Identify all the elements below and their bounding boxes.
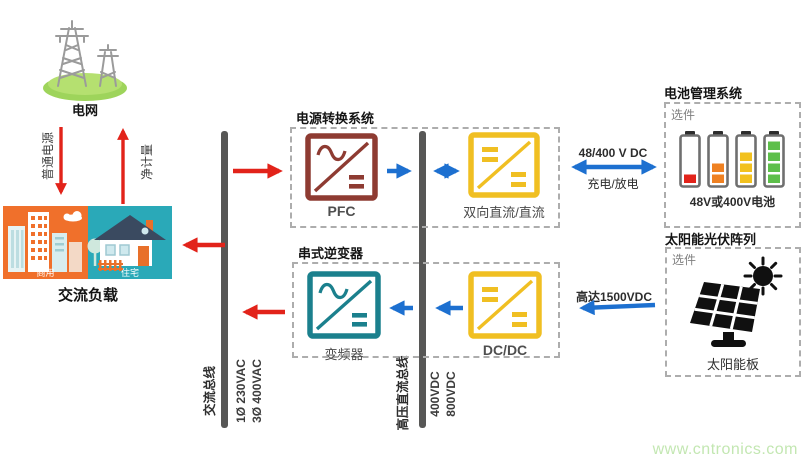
pfc-converter-icon bbox=[305, 133, 378, 201]
solar-array-box bbox=[665, 247, 801, 377]
solar-panel-icon bbox=[690, 256, 783, 347]
watermark: www.cntronics.com bbox=[652, 441, 798, 458]
battery-level-icons bbox=[679, 131, 785, 188]
arrow-solar-to-dcdc bbox=[579, 299, 656, 316]
battery-link-mode: 充电/放电 bbox=[587, 177, 639, 191]
string-inverter-box bbox=[292, 262, 560, 358]
battery-caption: 48V或400V电池 bbox=[689, 195, 776, 209]
battery-option-label: 选件 bbox=[671, 108, 696, 122]
dcdc-converter-icon bbox=[468, 271, 542, 339]
net-metering-label: 净计量 bbox=[140, 144, 154, 181]
ac-load-title: 交流负载 bbox=[57, 287, 118, 304]
solar-array-title: 太阳能光伏阵列 bbox=[665, 232, 757, 247]
transmission-tower-icon bbox=[43, 20, 127, 101]
ac-bus-name: 交流总线 bbox=[203, 366, 217, 417]
pfc-label: PFC bbox=[327, 203, 356, 219]
inverter-label: 变频器 bbox=[324, 347, 364, 362]
battery-icon-medium-high bbox=[735, 131, 757, 188]
bidirectional-dcdc-label: 双向直流/直流 bbox=[463, 205, 545, 220]
ac-bus-spec2: 3Ø 400VAC bbox=[250, 359, 264, 423]
ac-bus-spec1: 1Ø 230VAC bbox=[234, 359, 248, 423]
ac-load-illustration bbox=[3, 206, 172, 279]
battery-icon-low bbox=[679, 131, 701, 188]
ac-bus-bar bbox=[221, 131, 228, 428]
ordinary-power-label: 普通电源 bbox=[41, 132, 55, 181]
battery-link-voltage: 48/400 V DC bbox=[578, 146, 648, 160]
battery-icon-medium-low bbox=[707, 131, 729, 188]
commercial-label: 商用 bbox=[36, 268, 55, 278]
solar-option-label: 选件 bbox=[672, 253, 697, 267]
grid-label: 电网 bbox=[71, 103, 98, 118]
battery-system-title: 电池管理系统 bbox=[664, 86, 743, 101]
battery-icon-full bbox=[763, 131, 785, 188]
solar-link-voltage: 高达1500VDC bbox=[575, 290, 653, 304]
power-conversion-box bbox=[290, 127, 560, 228]
residential-label: 住宅 bbox=[120, 268, 139, 278]
bidirectional-dcdc-icon bbox=[468, 132, 540, 198]
hvdc-bus-bar bbox=[419, 131, 426, 428]
dcdc-label: DC/DC bbox=[482, 342, 528, 358]
solar-caption: 太阳能板 bbox=[706, 357, 759, 372]
inverter-converter-icon bbox=[307, 271, 381, 339]
battery-system-box bbox=[664, 102, 801, 228]
string-inverter-title: 串式逆变器 bbox=[298, 246, 364, 261]
power-conversion-title: 电源转换系统 bbox=[296, 111, 375, 126]
